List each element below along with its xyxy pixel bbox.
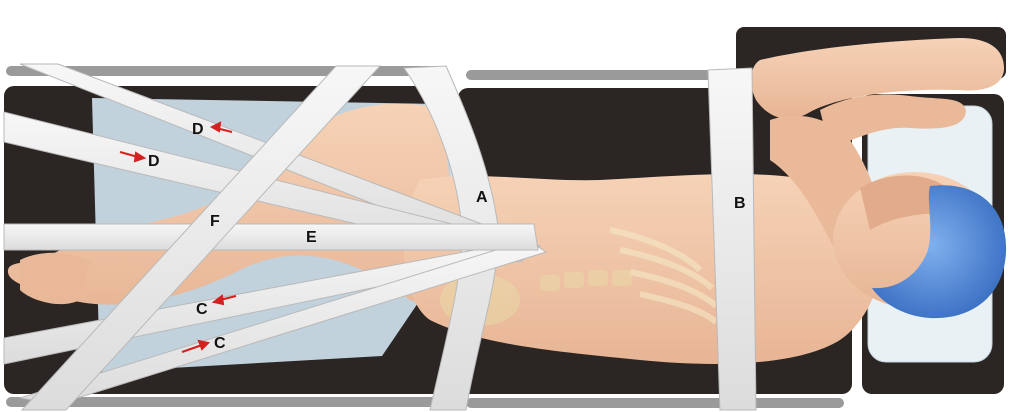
label-d-upper: D bbox=[192, 121, 204, 138]
label-a: A bbox=[476, 189, 488, 206]
label-f: F bbox=[210, 213, 220, 230]
label-b: B bbox=[734, 195, 746, 212]
strap-e bbox=[4, 224, 538, 250]
label-d-lower: D bbox=[148, 153, 160, 170]
label-c-upper: C bbox=[196, 301, 208, 318]
label-e: E bbox=[306, 229, 317, 246]
label-c-lower: C bbox=[214, 335, 226, 352]
